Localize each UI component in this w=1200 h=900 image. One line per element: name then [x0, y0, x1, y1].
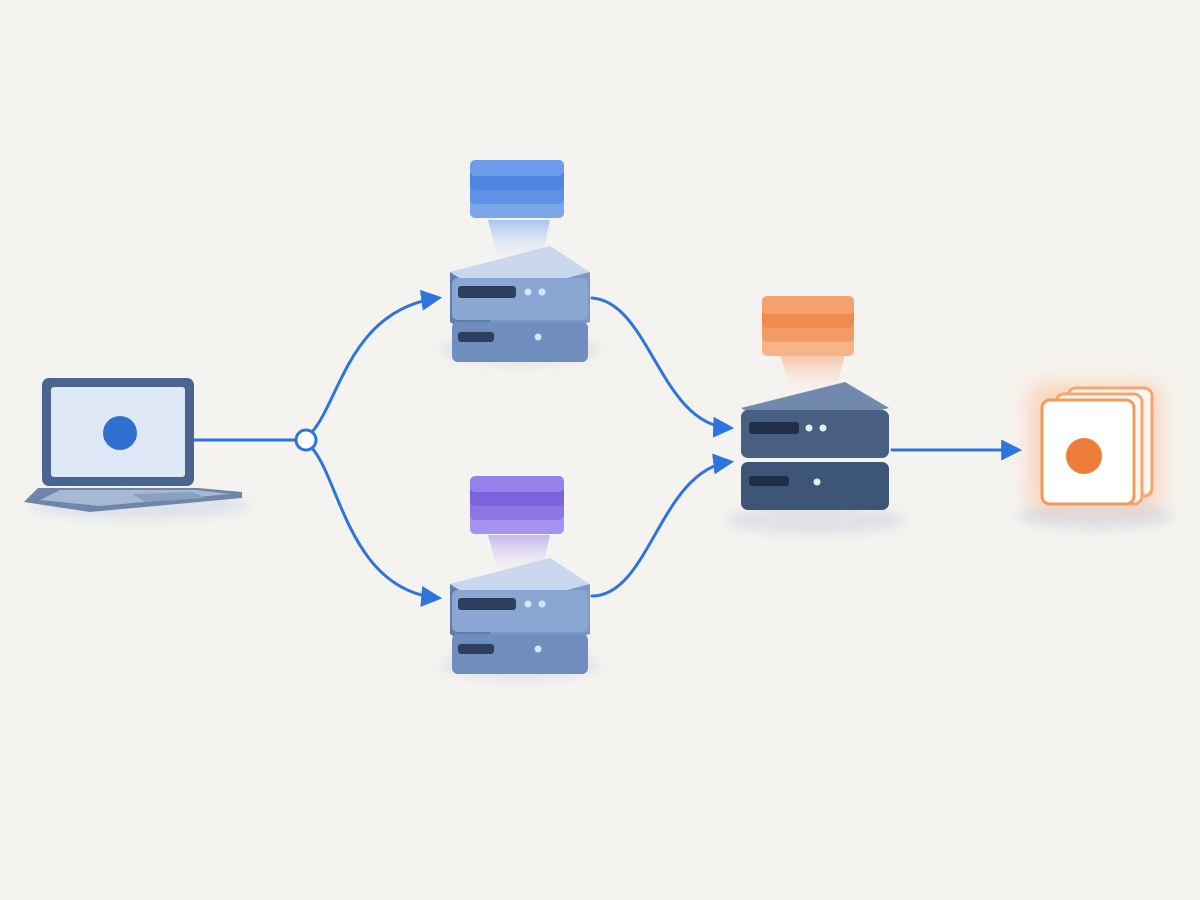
connector-lines	[190, 289, 1023, 607]
result-cards-icon	[1017, 384, 1173, 529]
laptop-icon	[24, 378, 250, 519]
database-stack-icon	[762, 296, 854, 356]
result-dot	[1066, 438, 1102, 474]
edge-server-bottom-to-merge	[590, 453, 735, 598]
server-top	[440, 160, 600, 364]
database-stack-icon	[470, 476, 564, 534]
server-icon	[450, 558, 590, 674]
server-bottom	[440, 476, 600, 679]
laptop-screen-dot	[103, 416, 137, 450]
edge-server-top-to-merge	[590, 296, 735, 438]
server-merge	[725, 296, 905, 534]
server-icon	[450, 246, 590, 362]
edge-split-to-server-bottom	[310, 446, 443, 607]
edge-split-to-server-top	[310, 289, 443, 434]
database-stack-icon	[470, 160, 564, 218]
junction-node-icon	[294, 428, 318, 452]
server-icon	[741, 382, 889, 510]
